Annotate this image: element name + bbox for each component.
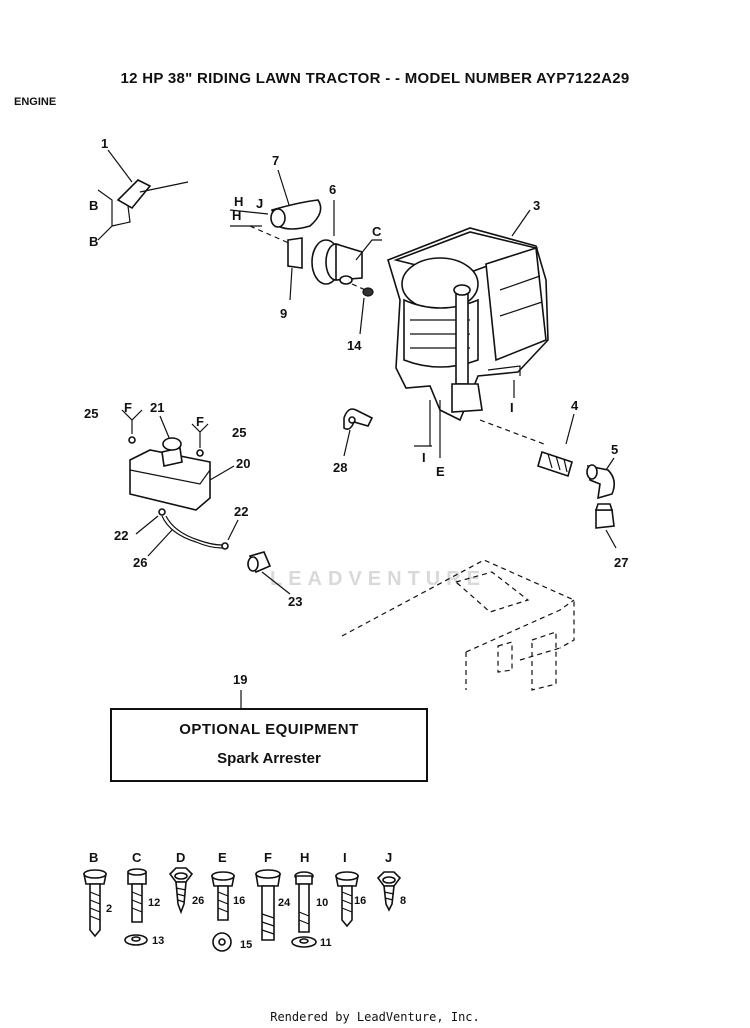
page-title: 12 HP 38" RIDING LAWN TRACTOR - - MODEL … bbox=[120, 70, 630, 87]
callout-22-left: 22 bbox=[114, 528, 128, 543]
callout-1: 1 bbox=[101, 136, 108, 151]
callout-19: 19 bbox=[233, 672, 247, 687]
air-filter-element-part bbox=[311, 239, 363, 285]
ref-f-right: F bbox=[196, 414, 204, 429]
hardware-letter-d: D bbox=[176, 850, 185, 865]
hardware-part-d: 26 bbox=[192, 895, 204, 907]
ref-e: E bbox=[436, 464, 445, 479]
callout-5: 5 bbox=[611, 442, 618, 457]
hardware-part-h: 10 bbox=[316, 897, 328, 909]
hardware-washer-e: 15 bbox=[240, 939, 252, 951]
fuel-tank-part-20 bbox=[129, 437, 211, 511]
hardware-part-c: 12 bbox=[148, 897, 160, 909]
hardware-letter-h: H bbox=[300, 850, 309, 865]
ref-i-left: I bbox=[422, 450, 426, 465]
callout-3: 3 bbox=[533, 198, 540, 213]
bolt-icon-f bbox=[255, 869, 281, 941]
callout-14: 14 bbox=[347, 338, 362, 353]
screw-icon-d bbox=[168, 867, 194, 915]
callout-26: 26 bbox=[133, 555, 147, 570]
callout-6: 6 bbox=[329, 182, 336, 197]
callout-20: 20 bbox=[236, 456, 250, 471]
clamp-part-28 bbox=[343, 408, 374, 430]
hardware-part-j: 8 bbox=[400, 895, 406, 907]
air-cleaner-cover-part bbox=[270, 199, 322, 230]
ref-i-right: I bbox=[510, 400, 514, 415]
hardware-letter-i: I bbox=[343, 850, 347, 865]
ref-b-lower: B bbox=[89, 234, 98, 249]
hardware-part-e: 16 bbox=[233, 895, 245, 907]
ref-j: J bbox=[256, 196, 263, 211]
bolt-icon-c bbox=[124, 868, 148, 946]
hardware-part-b: 2 bbox=[106, 903, 112, 915]
hardware-part-f: 24 bbox=[278, 897, 291, 909]
exhaust-elbow-part-5 bbox=[586, 464, 616, 500]
ref-h-lower: H bbox=[232, 208, 241, 223]
callout-28: 28 bbox=[333, 460, 347, 475]
hardware-letter-j: J bbox=[385, 850, 392, 865]
ref-h-upper: H bbox=[234, 194, 243, 209]
callout-22-right: 22 bbox=[234, 504, 248, 519]
bushing-part-23 bbox=[247, 551, 272, 574]
hardware-letter-b: B bbox=[89, 850, 98, 865]
hardware-part-i: 16 bbox=[354, 895, 366, 907]
ref-c: C bbox=[372, 224, 382, 239]
hardware-letter-f: F bbox=[264, 850, 272, 865]
optional-equipment-box: OPTIONAL EQUIPMENT Spark Arrester bbox=[110, 708, 428, 782]
exhaust-pipe-part-4 bbox=[537, 450, 573, 478]
watermark-text: LEADVENTURE bbox=[270, 568, 487, 590]
breather-tube-part-14 bbox=[351, 283, 374, 297]
fuel-line-part-26 bbox=[158, 508, 229, 550]
optional-equipment-heading: OPTIONAL EQUIPMENT bbox=[179, 721, 359, 738]
bolt-icon-i bbox=[335, 871, 359, 928]
ref-b-upper: B bbox=[89, 198, 98, 213]
section-subtitle: ENGINE bbox=[14, 96, 57, 108]
callout-7: 7 bbox=[272, 153, 279, 168]
spark-arrester-label: Spark Arrester bbox=[217, 750, 321, 767]
hardware-row: B 2 C 12 13 D 26 E bbox=[83, 850, 406, 952]
exhaust-cap-part-27 bbox=[594, 503, 615, 529]
bolt-icon-h bbox=[291, 871, 317, 948]
callout-25-left: 25 bbox=[84, 406, 98, 421]
hardware-letter-c: C bbox=[132, 850, 142, 865]
bolt-icon-e bbox=[211, 871, 235, 952]
screw-icon-j bbox=[376, 871, 402, 912]
bolt-icon-b bbox=[83, 869, 107, 938]
ref-f-left: F bbox=[124, 400, 132, 415]
gasket-part-9 bbox=[287, 237, 303, 269]
footer-credit: Rendered by LeadVenture, Inc. bbox=[270, 1010, 480, 1024]
engine-part bbox=[387, 227, 549, 422]
hardware-letter-e: E bbox=[218, 850, 227, 865]
throttle-cable-part bbox=[97, 149, 189, 241]
callout-9: 9 bbox=[280, 306, 287, 321]
callout-27: 27 bbox=[614, 555, 628, 570]
hardware-washer-h: 11 bbox=[320, 937, 332, 949]
callout-4: 4 bbox=[571, 398, 579, 413]
callout-25-right: 25 bbox=[232, 425, 246, 440]
callout-21: 21 bbox=[150, 400, 164, 415]
callout-23: 23 bbox=[288, 594, 302, 609]
frame-outline bbox=[341, 559, 575, 691]
hardware-washer-c: 13 bbox=[152, 935, 164, 947]
